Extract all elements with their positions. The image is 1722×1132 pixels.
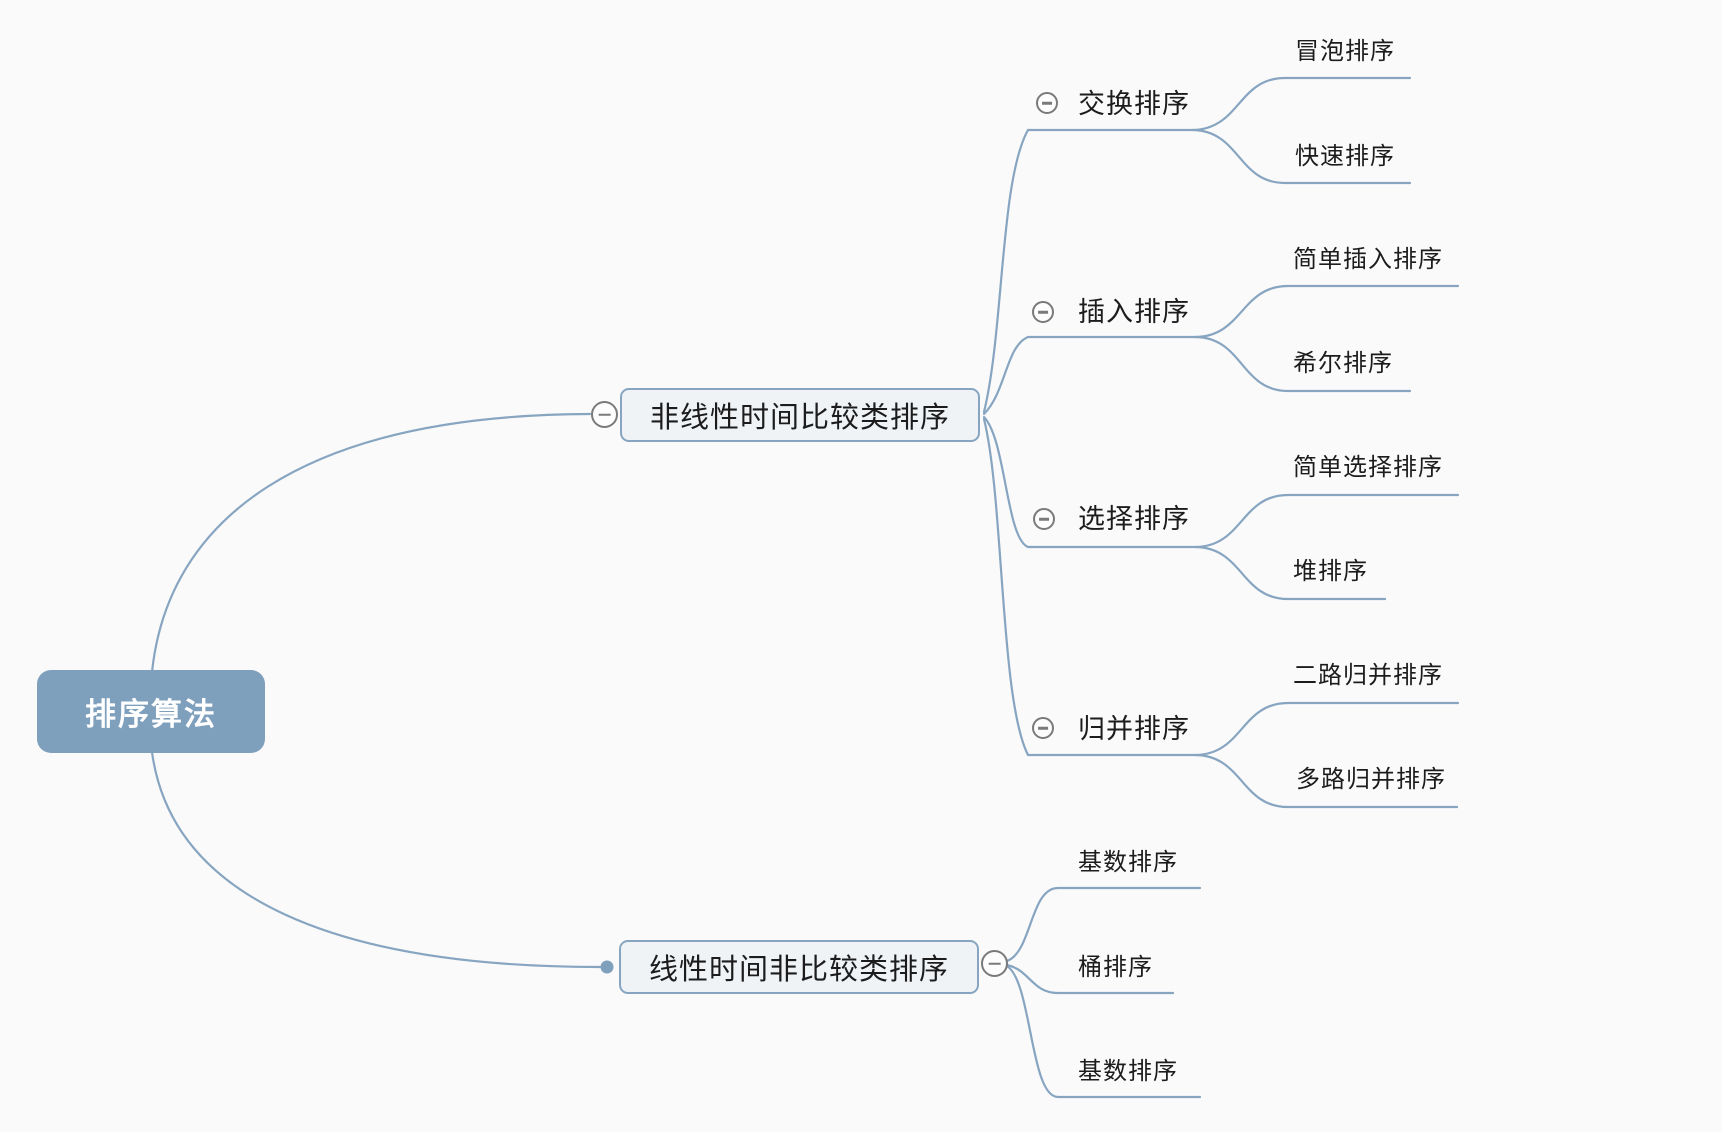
collapse-icon[interactable]: [981, 950, 1008, 977]
root-topic[interactable]: 排序算法: [37, 670, 265, 753]
connector-to-select: [982, 415, 1198, 549]
connector-to-exchange: [982, 128, 1195, 414]
leaf-radix-sort-2[interactable]: 基数排序: [1078, 1058, 1178, 1085]
leaf-multi-way-merge-sort[interactable]: 多路归并排序: [1296, 766, 1446, 793]
connector-root-to-main1: [150, 412, 592, 674]
leaf-two-way-merge-sort[interactable]: 二路归并排序: [1293, 662, 1443, 689]
subtopic-merge-sort[interactable]: 归并排序: [1078, 714, 1190, 744]
connector-to-shell: [1194, 335, 1412, 393]
connector-to-merge: [982, 417, 1198, 757]
connector-to-heap: [1194, 545, 1387, 601]
connector-to-multi-way: [1194, 753, 1459, 809]
branch-point-dot: [600, 960, 614, 974]
leaf-simple-selection-sort[interactable]: 简单选择排序: [1293, 454, 1443, 481]
collapse-icon[interactable]: [591, 401, 618, 428]
collapse-icon[interactable]: [1036, 92, 1058, 114]
leaf-quick-sort[interactable]: 快速排序: [1295, 143, 1395, 170]
connector-to-quick: [1191, 128, 1412, 185]
connector-root-to-main2: [150, 750, 602, 969]
leaf-bucket-sort[interactable]: 桶排序: [1078, 954, 1153, 981]
leaf-bubble-sort[interactable]: 冒泡排序: [1295, 38, 1395, 65]
connector-to-simple-insert: [1194, 284, 1460, 339]
leaf-simple-insertion-sort[interactable]: 简单插入排序: [1293, 246, 1443, 273]
leaf-shell-sort[interactable]: 希尔排序: [1293, 350, 1393, 377]
subtopic-insertion-sort[interactable]: 插入排序: [1078, 297, 1190, 327]
leaf-radix-sort-1[interactable]: 基数排序: [1078, 849, 1178, 876]
connector-to-bucket: [1005, 963, 1175, 995]
connector-to-radix-2: [1005, 964, 1202, 1099]
collapse-icon[interactable]: [1032, 301, 1054, 323]
collapse-icon[interactable]: [1032, 717, 1054, 739]
connector-to-insert: [982, 335, 1198, 416]
leaf-heap-sort[interactable]: 堆排序: [1293, 558, 1368, 585]
connector-to-simple-select: [1194, 493, 1460, 549]
subtopic-selection-sort[interactable]: 选择排序: [1078, 504, 1190, 534]
main-topic-linear-noncomparison[interactable]: 线性时间非比较类排序: [619, 940, 979, 994]
collapse-icon[interactable]: [1033, 508, 1055, 530]
connector-to-radix-1: [1005, 886, 1202, 963]
connector-to-two-way: [1194, 701, 1460, 757]
connector-to-bubble: [1191, 76, 1412, 132]
subtopic-exchange-sort[interactable]: 交换排序: [1078, 89, 1190, 119]
main-topic-nonlinear-comparison[interactable]: 非线性时间比较类排序: [620, 388, 980, 442]
